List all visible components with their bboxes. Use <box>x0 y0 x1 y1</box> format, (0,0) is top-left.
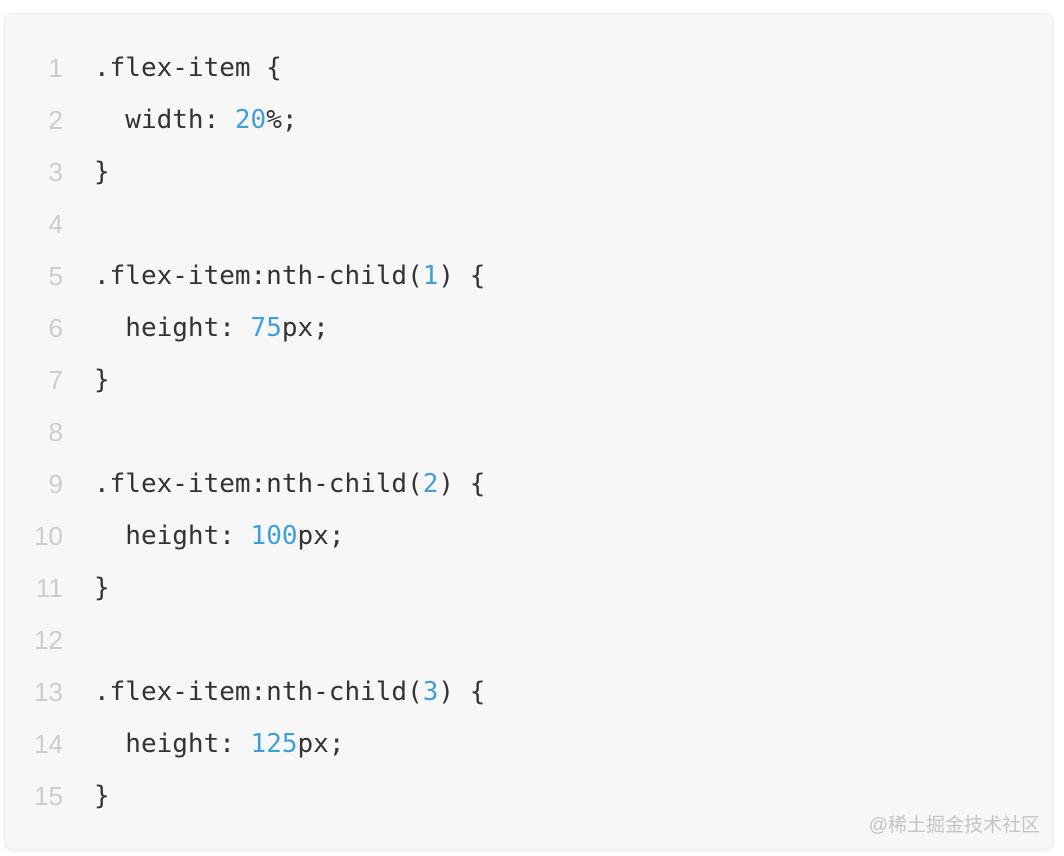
code-line: 10 height: 100px; <box>5 510 1052 562</box>
token-plain: } <box>94 781 110 811</box>
code-text: } <box>94 157 110 187</box>
token-number-value: 125 <box>250 729 298 759</box>
line-number: 6 <box>48 312 63 343</box>
code-line: 5 .flex-item:nth-child(1) { <box>5 250 1052 302</box>
token-number-value: 3 <box>422 677 439 707</box>
code-line: 4 <box>5 198 1052 250</box>
line-number: 8 <box>48 416 63 447</box>
token-plain: ) { <box>438 677 486 707</box>
token-plain: px; <box>297 521 345 551</box>
token-plain: px; <box>281 313 329 343</box>
code-line: 2 width: 20%; <box>5 94 1052 146</box>
code-line: 12 <box>5 614 1052 666</box>
token-plain: %; <box>266 105 298 135</box>
token-plain: ) { <box>438 469 486 499</box>
token-plain: height: <box>94 729 251 759</box>
code-text: width: 20%; <box>94 105 298 135</box>
line-number: 5 <box>48 260 63 291</box>
code-text: height: 125px; <box>94 729 344 759</box>
line-number: 4 <box>48 208 63 239</box>
code-line: 13 .flex-item:nth-child(3) { <box>5 666 1052 718</box>
token-plain: height: <box>94 313 251 343</box>
line-number: 12 <box>34 624 63 655</box>
code-line: 3} <box>5 146 1052 198</box>
code-line: 6 height: 75px; <box>5 302 1052 354</box>
code-line: 11} <box>5 562 1052 614</box>
code-text: } <box>94 365 110 395</box>
token-number-value: 100 <box>250 521 298 551</box>
code-text: } <box>94 781 110 811</box>
token-number-value: 2 <box>422 469 439 499</box>
line-number: 2 <box>48 104 63 135</box>
token-plain: .flex-item:nth-child( <box>94 677 423 707</box>
code-text: height: 100px; <box>94 521 344 551</box>
code-line: 8 <box>5 406 1052 458</box>
token-plain: ) { <box>438 261 486 291</box>
token-number-value: 75 <box>250 313 282 343</box>
token-plain: } <box>94 365 110 395</box>
token-plain: } <box>94 573 110 603</box>
code-text: .flex-item { <box>94 53 282 83</box>
code-text: .flex-item:nth-child(3) { <box>94 677 485 707</box>
code-text: .flex-item:nth-child(1) { <box>94 261 485 291</box>
token-plain: .flex-item { <box>94 53 282 83</box>
line-number: 3 <box>48 156 63 187</box>
code-text: height: 75px; <box>94 313 329 343</box>
token-number-value: 1 <box>422 261 439 291</box>
code-text: .flex-item:nth-child(2) { <box>94 469 485 499</box>
code-text: } <box>94 573 110 603</box>
token-plain: height: <box>94 521 251 551</box>
token-plain: .flex-item:nth-child( <box>94 469 423 499</box>
token-plain: px; <box>297 729 345 759</box>
line-number: 11 <box>36 572 63 603</box>
line-number: 14 <box>34 728 63 759</box>
line-number: 1 <box>48 52 63 83</box>
token-plain: } <box>94 157 110 187</box>
code-line: 7} <box>5 354 1052 406</box>
token-plain: .flex-item:nth-child( <box>94 261 423 291</box>
code-line: 1 .flex-item { <box>5 42 1052 94</box>
line-number: 7 <box>48 364 63 395</box>
code-line: 9 .flex-item:nth-child(2) { <box>5 458 1052 510</box>
line-number: 15 <box>34 780 63 811</box>
code-line: 15} <box>5 770 1052 822</box>
watermark: @稀土掘金技术社区 <box>868 815 1040 836</box>
line-number: 10 <box>34 520 63 551</box>
line-number: 9 <box>48 468 63 499</box>
line-number: 13 <box>34 676 63 707</box>
token-number-value: 20 <box>234 105 267 135</box>
token-plain: width: <box>94 105 235 135</box>
code-line: 14 height: 125px; <box>5 718 1052 770</box>
